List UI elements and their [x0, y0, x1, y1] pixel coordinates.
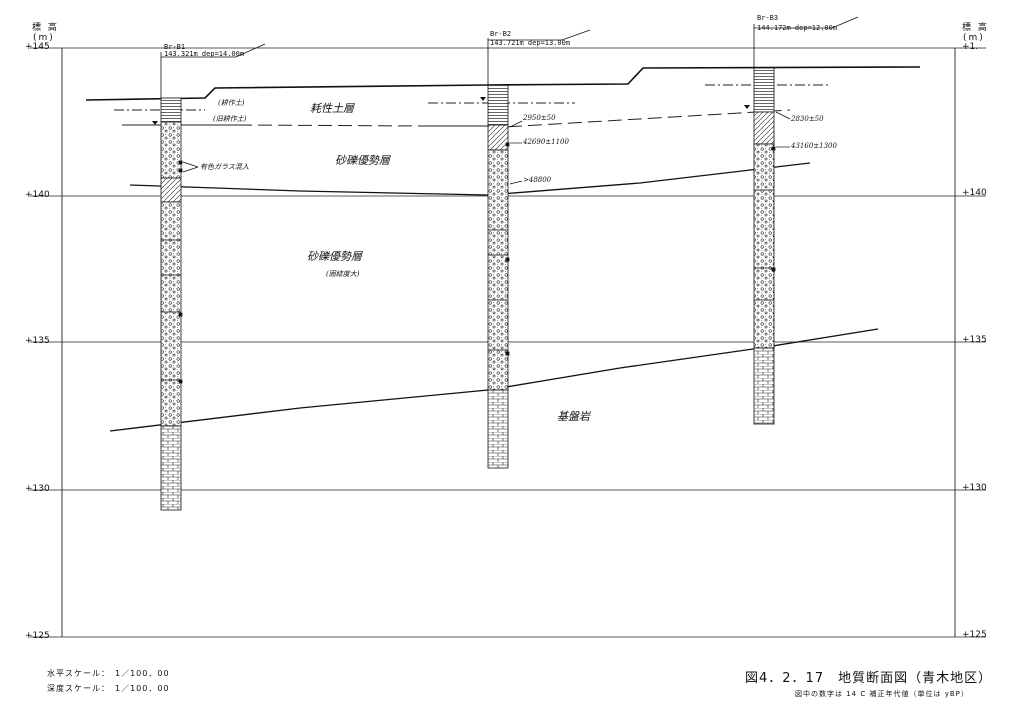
ground-surface-line — [85, 66, 921, 101]
borehole-info-b1: 143.321m dep=14.00m — [164, 50, 245, 58]
left-tick-label: +140 — [25, 190, 50, 200]
layer-label-fill-lower: (旧耕作土) — [213, 115, 247, 123]
right-tick-label: +125 — [962, 630, 987, 640]
right-tick-label: +135 — [962, 335, 987, 345]
borehole-info-b3: 144.172m dep=12.00m — [757, 24, 838, 32]
plot-frame — [61, 48, 956, 637]
left-tick-label: +145 — [25, 42, 50, 52]
left-axis-title: 標 高 — [32, 23, 59, 33]
bedrock-boundary-line — [109, 328, 879, 432]
borehole-column-b2 — [487, 84, 510, 469]
left-tick-label: +125 — [25, 631, 50, 641]
annotation-c14-b2-c: >48800 — [523, 176, 552, 184]
figure-note: 図中の数字は 14 C 補正年代値（単位は yBP） — [795, 690, 969, 698]
layer-label-fill-upper: (耕作土) — [218, 99, 245, 107]
right-tick-label: +130 — [962, 483, 987, 493]
annotation-c14-b3-a: 2830±50 — [791, 115, 824, 123]
borehole-column-b1 — [160, 97, 183, 511]
horizontal-scale: 水平スケール： 1／100．00 — [47, 669, 170, 678]
borehole-column-b3 — [753, 67, 776, 425]
borehole-name-b1: Br-B1 — [164, 43, 186, 51]
right-axis-title: 標 高 — [962, 23, 989, 33]
layer-label-gravel-lower: 砂礫優勢層 — [307, 250, 362, 263]
layer-label-gravel-upper: 砂礫優勢層 — [335, 154, 390, 167]
vertical-scale: 深度スケール： 1／100．00 — [47, 684, 170, 693]
layer-label-gravel-lower-note: (固結度大) — [326, 270, 360, 278]
left-tick-label: +130 — [25, 484, 50, 494]
borehole-header-leaders — [160, 16, 859, 98]
annotation-c14-b3-b: 43160±1300 — [791, 142, 837, 150]
annotation-c14-b2-a: 2950±50 — [523, 114, 556, 122]
annotation-leaders — [182, 111, 791, 185]
left-axis-unit: (m) — [33, 33, 55, 43]
right-tick-label: +1. — [962, 42, 979, 52]
right-axis-unit: (m) — [963, 33, 985, 43]
layer-label-soil: 耗性土層 — [310, 102, 354, 115]
borehole-name-b3: Br-B3 — [757, 14, 779, 22]
annotation-glass: 有色ガラス混入 — [200, 163, 249, 171]
annotation-c14-b2-b: 42690±1100 — [523, 138, 569, 146]
borehole-name-b2: Br-B2 — [490, 30, 512, 38]
water-level-markers — [152, 97, 750, 125]
left-tick-label: +135 — [25, 336, 50, 346]
figure-caption: 図4．2．17 地質断面図（青木地区） — [745, 671, 993, 686]
right-tick-label: +140 — [962, 188, 987, 198]
layer-label-bedrock: 基盤岩 — [557, 410, 590, 423]
borehole-info-b2: 143.721m dep=13.00m — [490, 39, 571, 47]
